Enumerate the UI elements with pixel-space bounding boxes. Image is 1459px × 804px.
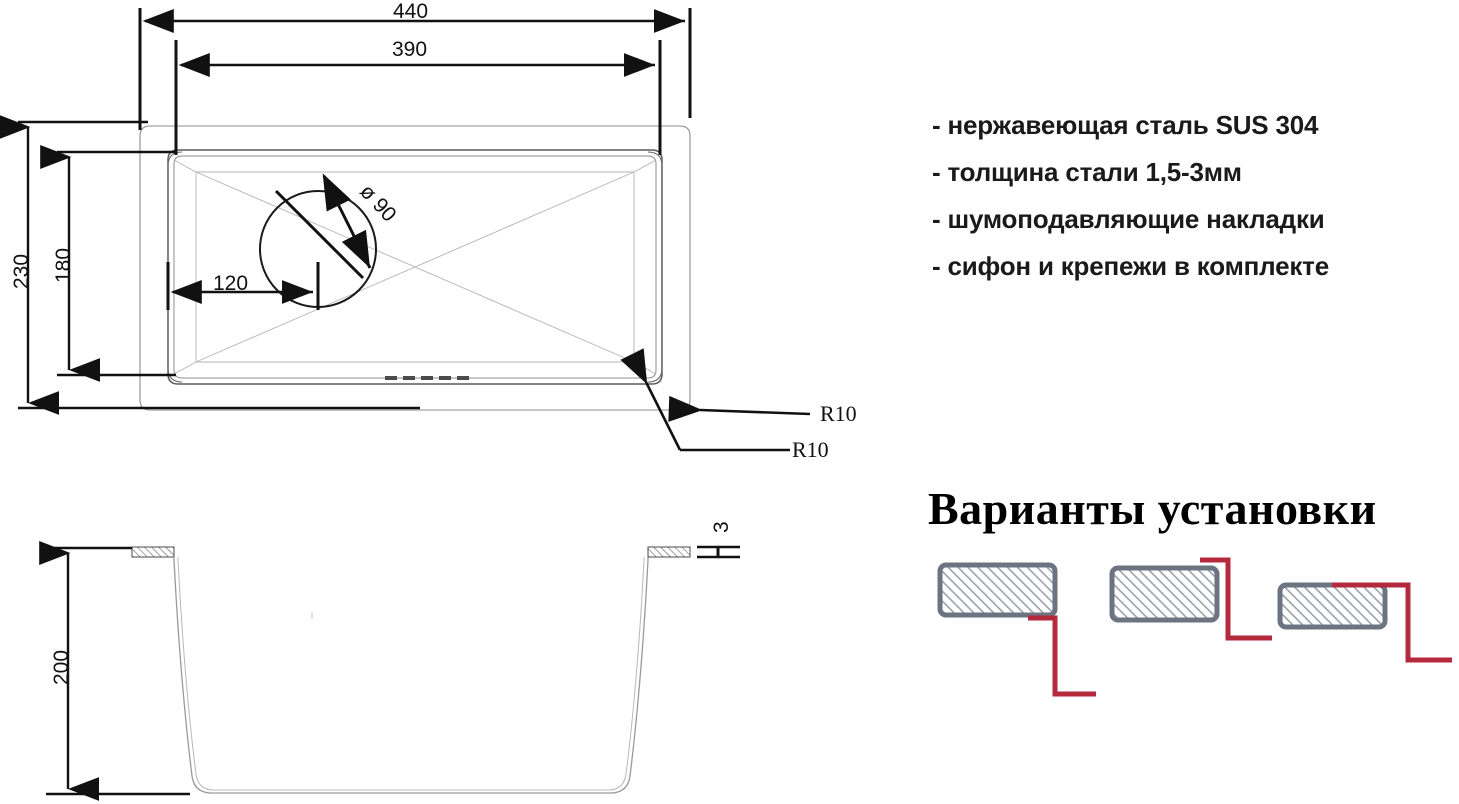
section-view-group	[39, 541, 740, 801]
sink-bowl-inner-wall	[173, 155, 657, 379]
spec-item-siphon-kit: - сифон и крепежи в комплекте	[932, 251, 1329, 281]
countertop-block-3	[1277, 582, 1388, 630]
dimension-3	[697, 545, 740, 559]
install-variant-flush-mount	[937, 562, 1096, 697]
section-wall-left-outer	[173, 557, 380, 794]
dimension-390	[174, 40, 662, 155]
label-r10-rim: R10	[820, 401, 857, 426]
sink-edge-line-2	[1200, 557, 1272, 641]
countertop-block-1	[937, 562, 1058, 618]
section-wall-right-inner	[380, 557, 645, 791]
section-rim-left	[131, 546, 175, 558]
dimension-label-230: 230	[10, 253, 33, 289]
specification-list: - нержавеющая сталь SUS 304 - толщина ст…	[932, 112, 1452, 300]
dimension-label-3: 3	[710, 521, 733, 533]
dimension-200	[39, 541, 190, 801]
install-variant-under-mount	[1277, 582, 1452, 663]
installation-variants	[900, 550, 1459, 710]
dimension-230	[0, 115, 420, 415]
dimension-180	[40, 145, 176, 382]
dimension-diameter-90	[274, 173, 372, 280]
overflow-slots	[385, 376, 469, 380]
section-wall-right-outer	[380, 557, 649, 794]
dimension-label-440: 440	[393, 0, 429, 23]
installation-variants-svg	[937, 557, 1452, 697]
dimension-label-180: 180	[52, 247, 75, 283]
countertop-block-2	[1109, 565, 1220, 623]
spec-item-sound-pads: - шумоподавляющие накладки	[932, 204, 1325, 234]
spec-item-thickness: - толщина стали 1,5-3мм	[932, 157, 1242, 187]
label-r10-bowl: R10	[792, 437, 829, 462]
dimension-label-120: 120	[213, 272, 249, 295]
install-variant-top-mount	[1109, 557, 1272, 641]
installation-heading: Варианты установки	[928, 483, 1377, 534]
sink-edge-line-1	[1028, 615, 1096, 697]
bowl-corner-radius-arcs	[167, 151, 663, 383]
bowl-perspective-lines	[173, 159, 657, 375]
leader-r10-bowl	[620, 348, 790, 452]
leader-r10-rim	[668, 395, 811, 422]
section-wall-left-inner	[177, 557, 380, 791]
sink-edge-line-3	[1332, 582, 1452, 663]
spec-item-material: - нержавеющая сталь SUS 304	[932, 110, 1319, 140]
dimension-440	[138, 8, 692, 130]
dimension-120	[166, 262, 320, 310]
sink-rim-outline	[139, 125, 691, 411]
dimension-label-390: 390	[392, 38, 428, 61]
section-rim-right	[647, 546, 691, 558]
top-view-group	[0, 8, 811, 452]
dimension-label-200: 200	[50, 649, 73, 685]
